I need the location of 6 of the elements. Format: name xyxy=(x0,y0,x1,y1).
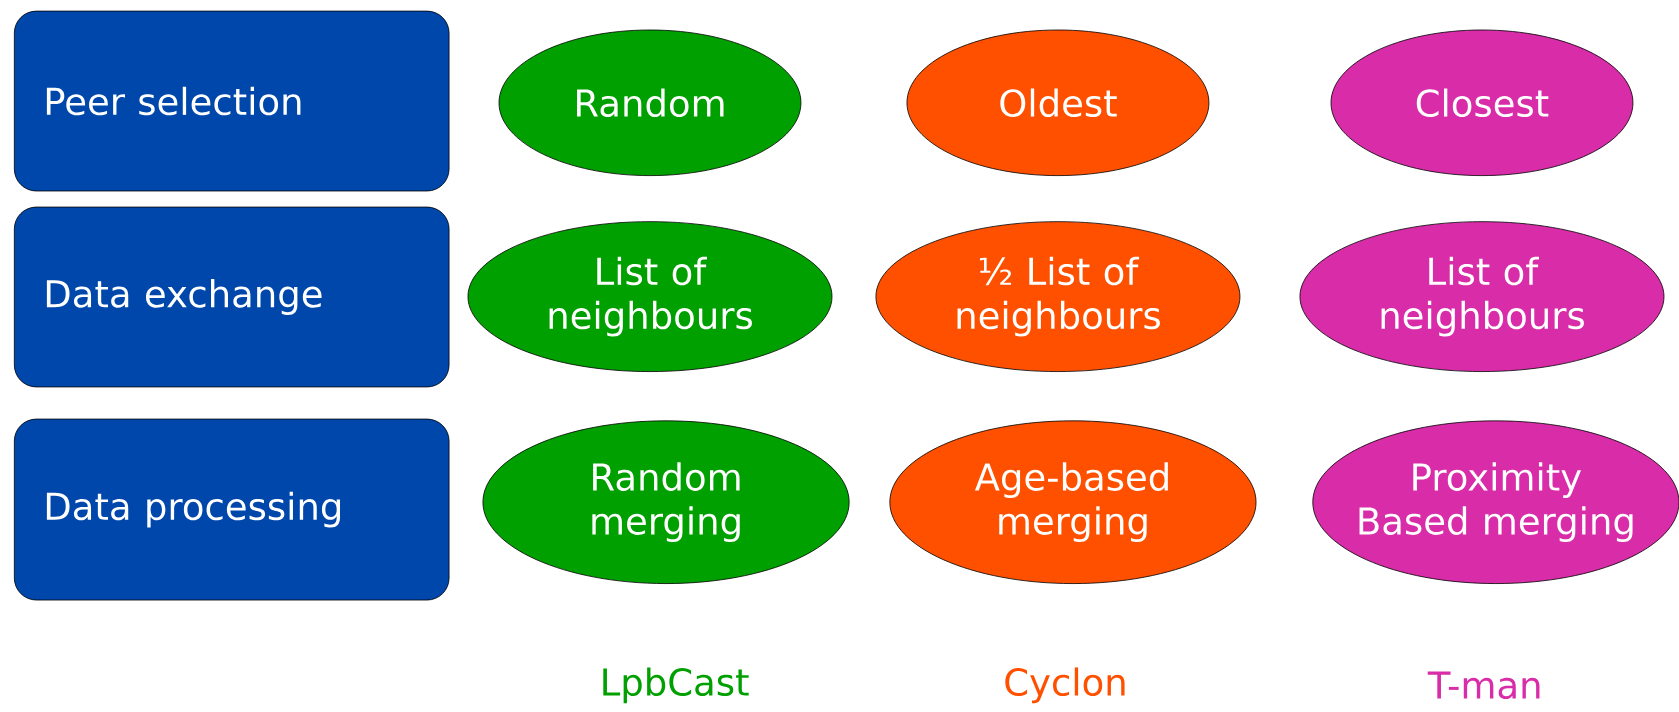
column-label: LpbCast xyxy=(603,667,749,704)
column-label: T-man xyxy=(1427,671,1540,700)
row-box: Data exchange xyxy=(13,206,450,388)
row-box: Peer selection xyxy=(13,10,450,192)
column-label: Cyclon xyxy=(1005,667,1125,704)
row-box: Data processing xyxy=(13,418,450,601)
